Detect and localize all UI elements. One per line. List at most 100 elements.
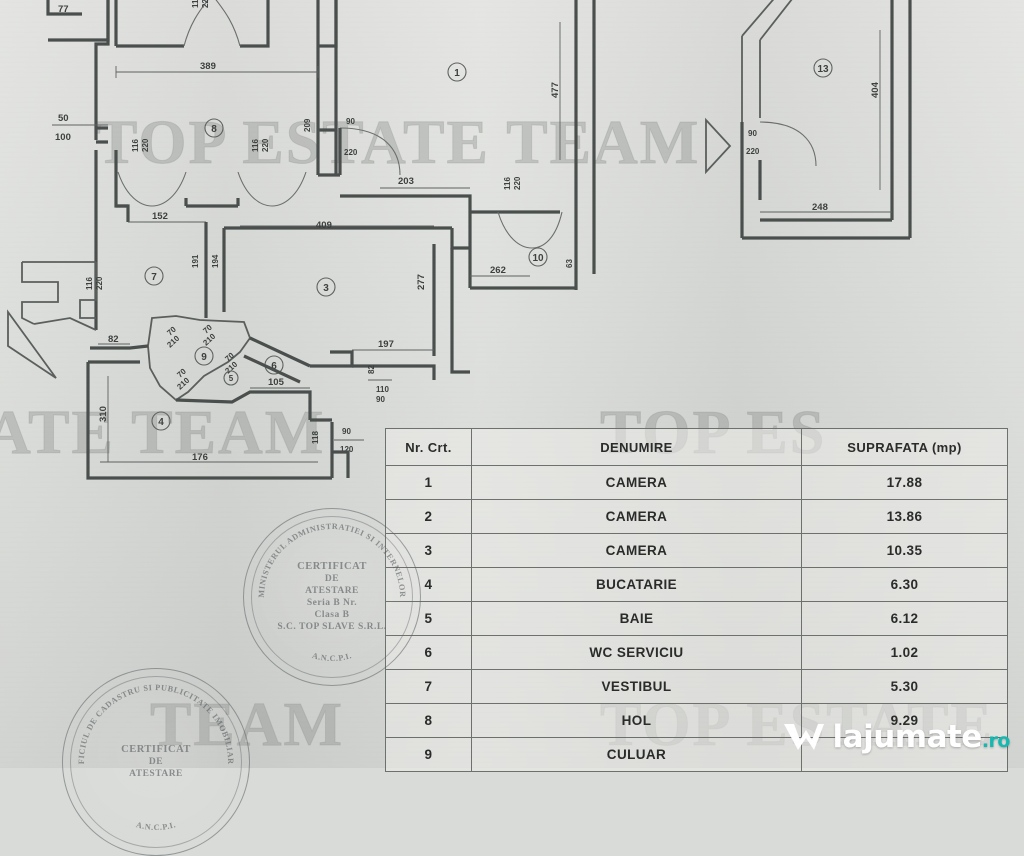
svg-text:82: 82 [367, 365, 376, 374]
table-row: 1 CAMERA 17.88 [385, 465, 1008, 500]
svg-text:5: 5 [229, 374, 234, 383]
official-stamp-cadastru: OFICIUL DE CADASTRU SI PUBLICITATE IMOBI… [62, 668, 250, 856]
stamp-core-text: CERTIFICAT DE ATESTARE Seria B Nr. Clasa… [244, 561, 420, 633]
svg-text:409: 409 [316, 220, 332, 231]
cell-name: WC SERVICIU [471, 635, 802, 670]
cell-area: 5.30 [801, 669, 1008, 704]
svg-text:116: 116 [251, 139, 260, 152]
room-marker-10: 10 [528, 247, 548, 267]
svg-text:4: 4 [158, 417, 164, 428]
svg-text:A.N.C.P.I.: A.N.C.P.I. [311, 651, 353, 663]
cell-name: BAIE [471, 601, 802, 636]
svg-text:203: 203 [398, 176, 414, 187]
svg-text:116: 116 [85, 277, 94, 290]
svg-text:389: 389 [200, 61, 216, 72]
svg-text:210: 210 [175, 375, 191, 391]
room-marker-9: 9 [194, 346, 214, 366]
cell-name: CULUAR [471, 737, 802, 772]
svg-text:477: 477 [550, 82, 561, 98]
svg-text:1: 1 [454, 68, 460, 79]
svg-text:176: 176 [192, 452, 208, 463]
svg-text:6: 6 [271, 361, 277, 372]
svg-text:3: 3 [323, 283, 329, 294]
table-header-row: Nr. Crt. DENUMIRE SUPRAFATA (mp) [385, 428, 1008, 466]
room-marker-7: 7 [144, 266, 164, 286]
svg-text:9: 9 [201, 352, 207, 363]
cell-name: CAMERA [471, 465, 802, 500]
cell-name: CAMERA [471, 533, 802, 568]
header-suprafata: SUPRAFATA (mp) [801, 428, 1008, 466]
svg-text:116: 116 [503, 177, 512, 190]
room-schedule-table: Nr. Crt. DENUMIRE SUPRAFATA (mp) 1 CAMER… [385, 428, 1008, 772]
svg-text:90: 90 [376, 395, 385, 404]
stamp-arc-text: MINISTERUL ADMINISTRATIEI SI INTERNELOR … [257, 522, 407, 663]
room-marker-1: 1 [447, 62, 467, 82]
svg-text:220: 220 [513, 176, 522, 190]
svg-text:90: 90 [346, 117, 355, 126]
table-row: 6 WC SERVICIU 1.02 [385, 635, 1008, 670]
svg-text:220: 220 [344, 148, 358, 157]
svg-text:277: 277 [416, 274, 427, 290]
table-row: 4 BUCATARIE 6.30 [385, 567, 1008, 602]
cell-name: CAMERA [471, 499, 802, 534]
room-marker-13: 13 [813, 58, 833, 78]
svg-text:404: 404 [870, 81, 881, 98]
svg-text:13: 13 [817, 64, 829, 75]
logo-wordmark: lajumate.ro [832, 718, 1011, 755]
svg-text:63: 63 [565, 259, 574, 268]
svg-text:116: 116 [131, 139, 140, 152]
svg-text:209: 209 [303, 118, 312, 132]
logo-tld-text: .ro [981, 729, 1011, 752]
svg-text:50: 50 [58, 113, 69, 124]
svg-text:210: 210 [201, 331, 217, 347]
svg-text:100: 100 [55, 132, 71, 143]
svg-text:194: 194 [211, 254, 220, 268]
svg-text:116: 116 [191, 0, 200, 8]
svg-text:110: 110 [376, 385, 389, 394]
svg-text:A.N.C.P.I.: A.N.C.P.I. [135, 820, 177, 832]
svg-text:90: 90 [748, 129, 757, 138]
cell-nr: 8 [385, 703, 472, 738]
cell-name: VESTIBUL [471, 669, 802, 704]
svg-text:120: 120 [340, 445, 354, 454]
svg-text:191: 191 [191, 254, 200, 268]
svg-text:82: 82 [108, 334, 119, 345]
svg-text:105: 105 [268, 377, 285, 388]
svg-text:220: 220 [746, 147, 760, 156]
svg-text:220: 220 [141, 138, 150, 152]
svg-text:118: 118 [311, 431, 320, 444]
header-denumire: DENUMIRE [471, 428, 802, 466]
stamp-line-6: S.C. TOP SLAVE S.R.L. [277, 622, 387, 632]
stamp-inner-ring [251, 516, 413, 678]
stamp-line-1: CERTIFICAT [121, 744, 191, 755]
cell-nr: 9 [385, 737, 472, 772]
room-marker-8: 8 [204, 118, 224, 138]
svg-text:90: 90 [342, 427, 351, 436]
room-marker-5: 5 [223, 370, 239, 386]
svg-text:310: 310 [98, 406, 109, 422]
logo-word-text: lajumate [832, 718, 983, 755]
stamp-core-text: CERTIFICAT DE ATESTARE [63, 744, 249, 780]
svg-text:262: 262 [490, 265, 506, 276]
table-row: 5 BAIE 6.12 [385, 601, 1008, 636]
stamp-line-2: DE [148, 757, 164, 767]
svg-text:10: 10 [532, 253, 544, 264]
cell-area: 17.88 [801, 465, 1008, 500]
stamp-line-3: ATESTARE [129, 769, 183, 779]
svg-text:248: 248 [812, 202, 828, 213]
stamp-line-4: Seria B Nr. [306, 598, 358, 608]
cell-name: BUCATARIE [471, 567, 802, 602]
svg-text:197: 197 [378, 339, 394, 350]
cell-area: 1.02 [801, 635, 1008, 670]
table-row: 2 CAMERA 13.86 [385, 499, 1008, 534]
cell-nr: 1 [385, 465, 472, 500]
table-row: 3 CAMERA 10.35 [385, 533, 1008, 568]
table-row: 7 VESTIBUL 5.30 [385, 669, 1008, 704]
cell-area: 6.12 [801, 601, 1008, 636]
cell-name: HOL [471, 703, 802, 738]
svg-text:7: 7 [151, 272, 157, 283]
cell-area: 10.35 [801, 533, 1008, 568]
cell-area: 6.30 [801, 567, 1008, 602]
svg-text:220: 220 [201, 0, 210, 8]
svg-text:77: 77 [58, 4, 69, 15]
